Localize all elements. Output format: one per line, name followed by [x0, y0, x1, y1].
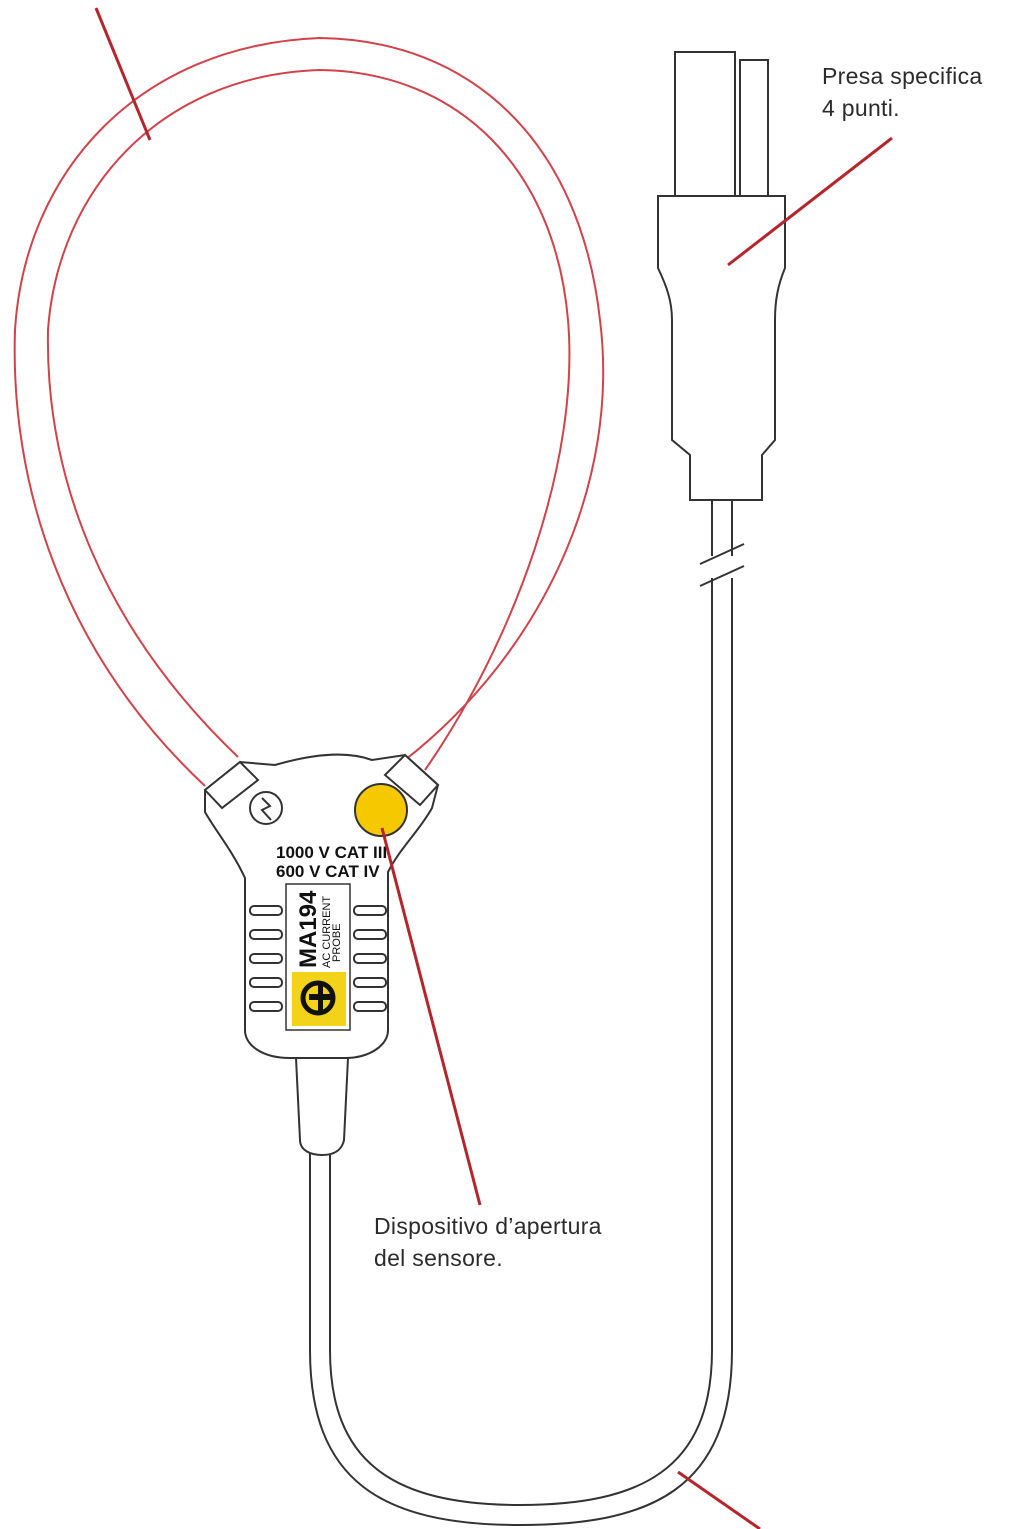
callout-opening-line-2: del sensore. [374, 1245, 503, 1271]
rating-line-1: 1000 V CAT III [276, 843, 387, 862]
grip-ribs [249, 905, 387, 1012]
connector-plug [657, 51, 786, 501]
callout-opening-device: Dispositivo d’apertura del sensore. [374, 1210, 602, 1274]
callout-connector: Presa specifica 4 punti. [822, 60, 982, 124]
connector-pin-left [674, 51, 736, 197]
cable-loop [309, 600, 733, 1527]
callout-connector-line-1: Presa specifica [822, 63, 983, 89]
callout-connector-line-2: 4 punti. [822, 95, 900, 121]
cable-break-mark [699, 543, 745, 587]
brand-logo [292, 972, 346, 1026]
coil-inner-edge [46, 68, 571, 771]
callout-opening-line-1: Dispositivo d’apertura [374, 1213, 602, 1239]
model-desc-line-2: PROBE [331, 923, 343, 962]
probe-neck [294, 1057, 350, 1157]
flexible-coil [13, 36, 605, 787]
cable-upper [711, 500, 733, 600]
connector-pin-right [739, 59, 769, 197]
coil-clamp-left [203, 760, 260, 810]
connector-body [657, 195, 786, 501]
rating-line-2: 600 V CAT IV [276, 862, 380, 881]
leader-line-coil [94, 7, 152, 141]
leader-line-cable [677, 1470, 761, 1529]
model-name: MA194 [295, 890, 322, 968]
voltage-warning-icon [249, 791, 283, 825]
model-desc-line-1: AC CURRENT [321, 896, 333, 968]
leader-line-opening-button [380, 827, 482, 1206]
opening-button[interactable] [354, 783, 408, 837]
coil-outer-edge [13, 36, 605, 787]
coil-clamp-right [383, 753, 440, 807]
leader-line-connector [727, 136, 893, 267]
